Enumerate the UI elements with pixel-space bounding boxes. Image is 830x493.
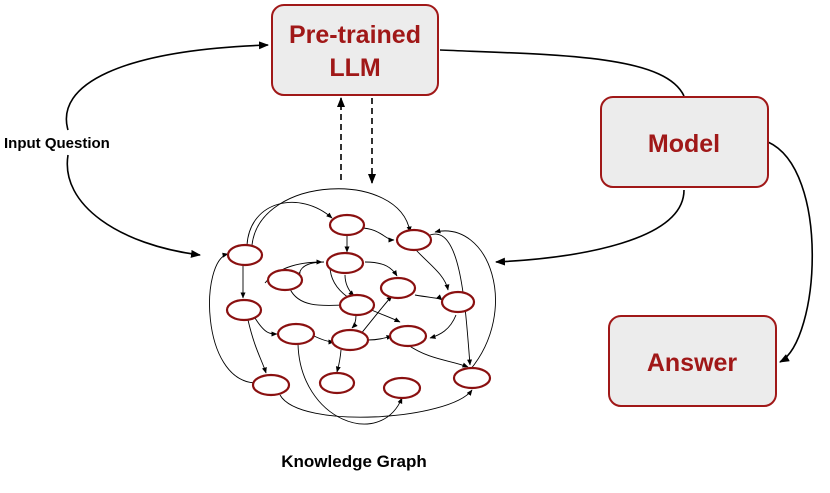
- kg-edge: [414, 294, 443, 301]
- model-box[interactable]: Model: [600, 96, 769, 188]
- kg-node: [452, 366, 492, 390]
- kg-node: [388, 324, 428, 348]
- answer-box[interactable]: Answer: [608, 315, 777, 407]
- kg-node: [328, 213, 366, 237]
- kg-edge: [209, 252, 256, 384]
- kg-edge: [415, 249, 450, 291]
- kg-edge: [254, 317, 278, 337]
- kg-edge: [344, 274, 355, 297]
- kg-node: [318, 371, 356, 395]
- llm-box[interactable]: Pre-trained LLM: [271, 4, 439, 96]
- kg-edge: [246, 202, 333, 246]
- edge-input-to-llm: [65, 41, 269, 131]
- kg-edge: [429, 314, 457, 339]
- kg-node: [325, 251, 365, 275]
- kg-node: [276, 322, 316, 346]
- kg-edge: [295, 261, 325, 279]
- kg-node: [266, 268, 304, 292]
- kg-node: [338, 293, 376, 317]
- kg-edge: [289, 288, 348, 308]
- llm-box-line1: Pre-trained: [289, 21, 421, 49]
- kg-edge: [351, 314, 358, 329]
- kg-node: [226, 243, 264, 267]
- kg-edge: [367, 335, 393, 341]
- main-connectors: [65, 41, 813, 363]
- kg-node: [251, 373, 291, 397]
- kg-edge: [247, 319, 267, 374]
- model-box-label: Model: [648, 130, 720, 158]
- kg-edge: [434, 228, 496, 371]
- edge-input-to-graph: [66, 154, 201, 258]
- edge-llm-to-model: [439, 49, 685, 97]
- kg-edge: [279, 389, 473, 418]
- kg-edge: [311, 334, 335, 345]
- edge-model-to-answer: [767, 141, 813, 363]
- answer-box-label: Answer: [647, 349, 738, 377]
- kg-node: [379, 276, 417, 300]
- kg-edge: [297, 343, 403, 425]
- kg-edge: [335, 349, 342, 373]
- kg-node: [395, 228, 433, 252]
- input-question-label: Input Question: [4, 135, 110, 152]
- knowledge-graph-nodes: [225, 213, 492, 400]
- kg-node: [440, 290, 476, 314]
- kg-edge: [364, 261, 398, 277]
- kg-edge: [407, 344, 469, 368]
- edge-model-to-graph: [495, 189, 685, 266]
- llm-box-line2: LLM: [329, 54, 380, 82]
- kg-node: [382, 376, 422, 400]
- kg-node: [330, 328, 370, 352]
- kg-edge: [251, 188, 412, 246]
- kg-edge: [429, 233, 473, 366]
- kg-node: [225, 298, 263, 322]
- kg-edge: [359, 227, 395, 243]
- knowledge-graph-label: Knowledge Graph: [281, 452, 426, 471]
